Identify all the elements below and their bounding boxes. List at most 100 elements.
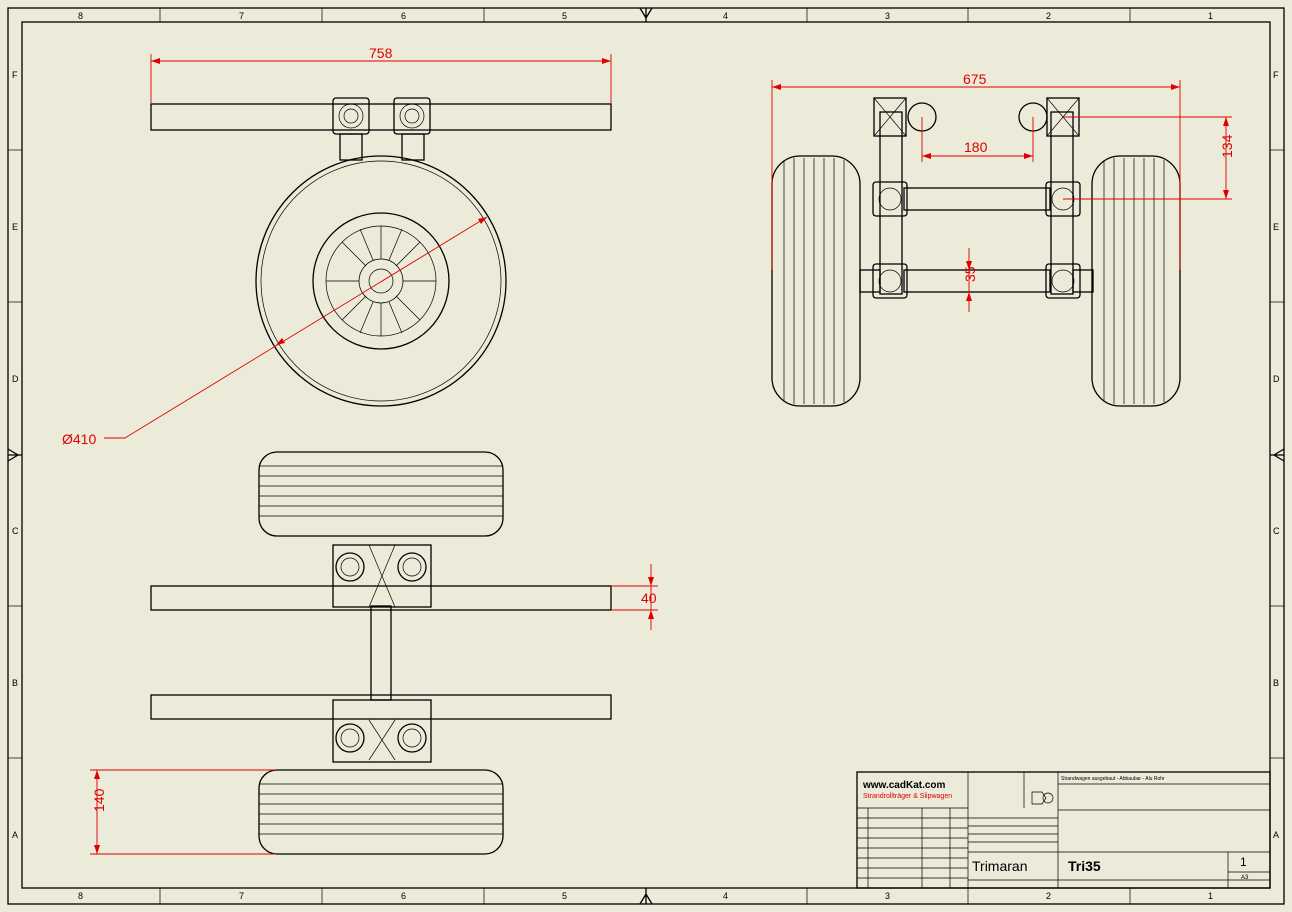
- zone-row-d-right: D: [1273, 374, 1280, 384]
- front-crossbar: [150, 585, 612, 611]
- title-sheet-size: A3: [1241, 875, 1249, 881]
- center-spine: [370, 605, 392, 701]
- title-block-frame: [856, 771, 1271, 889]
- upper-crossbar: [903, 187, 1051, 211]
- zone-labels-bottom: 8 7 6 5 4 3 2 1: [78, 891, 1213, 901]
- zone-col-4-bottom: 4: [723, 891, 728, 901]
- axle-stub-left: [859, 269, 881, 293]
- clamp-left-bolt: [338, 103, 364, 129]
- zone-col-4: 4: [723, 11, 728, 21]
- clamp-right-bolt: [399, 103, 425, 129]
- zone-row-c: C: [12, 526, 19, 536]
- zone-row-d: D: [12, 374, 19, 384]
- tire-outer: [255, 155, 507, 407]
- dim-diameter: Ø410: [62, 216, 488, 447]
- title-sheet-number: 1: [1240, 855, 1247, 869]
- zone-col-2-bottom: 2: [1046, 891, 1051, 901]
- zone-col-6-bottom: 6: [401, 891, 406, 901]
- title-block: www.cadKat.com Strandrollträger & Slipwa…: [856, 771, 1271, 889]
- hub-inner: [368, 268, 394, 294]
- front-clamp-right-bolt: [397, 552, 427, 582]
- zone-col-5: 5: [562, 11, 567, 21]
- dim-diameter-label: Ø410: [62, 431, 96, 447]
- fork-right: [401, 133, 425, 161]
- front-wheel-right-treads: [1103, 158, 1165, 404]
- wheel-top: [258, 451, 504, 537]
- rear-clamp-left-bolt: [335, 723, 365, 753]
- zone-col-5-bottom: 5: [562, 891, 567, 901]
- projection-symbol: [1031, 791, 1047, 805]
- zone-row-a: A: [12, 830, 18, 840]
- upright-left: [879, 111, 903, 295]
- dim-134: 134: [1063, 116, 1235, 200]
- dim-40: 40: [611, 564, 658, 630]
- zone-col-1: 1: [1208, 11, 1213, 21]
- zone-row-b-right: B: [1273, 678, 1279, 688]
- dim-35: 35: [962, 248, 978, 312]
- zone-row-c-right: C: [1273, 526, 1280, 536]
- rim-outer: [312, 212, 450, 350]
- top-clamp-left: [873, 97, 907, 137]
- zone-col-8-bottom: 8: [78, 891, 83, 901]
- title-description: Strandwagen ausgebaut - Abbaubar - Alu R…: [1061, 776, 1165, 782]
- crossbar-tube: [150, 103, 612, 131]
- dim-675-label: 675: [963, 71, 987, 87]
- zone-row-a-right: A: [1273, 830, 1279, 840]
- dim-675: 675: [771, 71, 1181, 270]
- joint-lower-right: [1045, 263, 1081, 299]
- title-drawing-number: Tri35: [1068, 858, 1101, 874]
- dim-758: 758: [150, 45, 612, 104]
- zone-labels-left: F E D C B A: [12, 70, 19, 840]
- zone-col-8: 8: [78, 11, 83, 21]
- zone-row-e: E: [12, 222, 18, 232]
- dim-134-label: 134: [1219, 134, 1235, 158]
- title-part-name: Trimaran: [972, 858, 1028, 874]
- front-clamp-left-bolt: [335, 552, 365, 582]
- rear-clamp-block: [332, 699, 432, 763]
- zone-labels-top: 8 7 6 5 4 3 2 1: [78, 11, 1213, 21]
- wheel-top-treads: [259, 465, 503, 517]
- tire-inner: [260, 160, 502, 402]
- rear-clamp-right-bolt: [397, 723, 427, 753]
- zone-row-f-right: F: [1273, 70, 1279, 80]
- zone-col-1-bottom: 1: [1208, 891, 1213, 901]
- wheel-bottom: [258, 769, 504, 855]
- zone-row-f: F: [12, 70, 18, 80]
- zone-ticks: [8, 8, 1284, 904]
- front-wheel-left: [771, 155, 861, 407]
- dim-40-label: 40: [641, 590, 657, 606]
- lower-crossbar: [903, 269, 1051, 293]
- center-mark-arrows: [7, 7, 1285, 905]
- zone-row-e-right: E: [1273, 222, 1279, 232]
- front-clamp-block: [332, 544, 432, 608]
- front-wheel-right: [1091, 155, 1181, 407]
- dim-35-label: 35: [962, 266, 978, 282]
- zone-col-2: 2: [1046, 11, 1051, 21]
- zone-col-6: 6: [401, 11, 406, 21]
- rim-spokes: [326, 226, 436, 336]
- axle-stub-right: [1072, 269, 1094, 293]
- dim-180: 180: [921, 117, 1034, 162]
- title-tagline: Strandrollträger & Slipwagen: [863, 793, 952, 800]
- dim-180-label: 180: [964, 139, 988, 155]
- plan-view: [150, 451, 612, 855]
- zone-col-3: 3: [885, 11, 890, 21]
- side-view: [150, 97, 612, 407]
- title-website: www.cadKat.com: [862, 780, 946, 791]
- zone-col-3-bottom: 3: [885, 891, 890, 901]
- upright-right: [1050, 111, 1074, 295]
- front-wheel-left-treads: [783, 158, 845, 404]
- joint-lower-left: [872, 263, 908, 299]
- zone-row-b: B: [12, 678, 18, 688]
- dim-140-label: 140: [91, 788, 107, 812]
- dim-140: 140: [90, 769, 275, 855]
- zone-labels-right: F E D C B A: [1273, 70, 1280, 840]
- rear-crossbar: [150, 694, 612, 720]
- fork-left: [339, 133, 363, 161]
- revision-table: [857, 808, 1058, 888]
- dim-758-label: 758: [369, 45, 393, 61]
- zone-col-7: 7: [239, 11, 244, 21]
- joint-upper-left: [872, 181, 908, 217]
- zone-col-7-bottom: 7: [239, 891, 244, 901]
